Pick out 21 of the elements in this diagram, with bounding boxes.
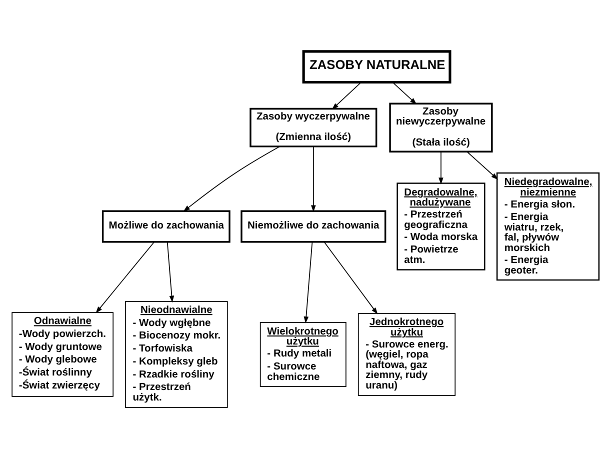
node-box: Zasoby wyczerpywalne (Zmienna ilość) (250, 108, 378, 148)
arrow (438, 151, 444, 184)
arrow (332, 82, 362, 110)
node-box: Zasoby niewyczerpywalne (Stała ilość) (389, 102, 493, 152)
node-box: Niemożliwe do zachowania (240, 210, 386, 243)
arrow (166, 242, 174, 303)
node-box: Niedegradowalne, niezmienne - Energia słon. - Energia wiatru, rzek, fal, pływów morskich - Energia geoter. (496, 172, 600, 281)
arrow (304, 242, 313, 324)
node-box: Nieodnawialne - Wody wgłębne - Biocenozy mokr. - Torfowiska - Kompleksy gleb - Rzadkie rośliny - Przestrzeń użytk. (125, 300, 228, 408)
node-box: Wielokrotnego użytku - Rudy metali - Surowce chemiczne (260, 322, 346, 388)
node-box: Możliwe do zachowania (102, 210, 230, 243)
arrow (392, 82, 417, 104)
arrow (183, 146, 280, 212)
arrow (96, 242, 154, 314)
node-box: Degradowalne, nadużywane - Przestrzeń geograficzna - Woda morska - Powietrze atm. (396, 182, 486, 270)
arrow (324, 242, 378, 314)
arrow (466, 151, 498, 180)
arrow (311, 146, 316, 212)
node-box: Jednokrotnego użytku - Surowce energ. (węgiel, ropa naftowa, gaz ziemny, rudy uranu) (358, 312, 456, 396)
node-box: Odnawialne -Wody powierzch. - Wody gruntowe - Wody glebowe -Świat roślinny -Świat zwierzęcy (12, 312, 114, 397)
node-box: ZASOBY NATURALNE (302, 50, 452, 84)
